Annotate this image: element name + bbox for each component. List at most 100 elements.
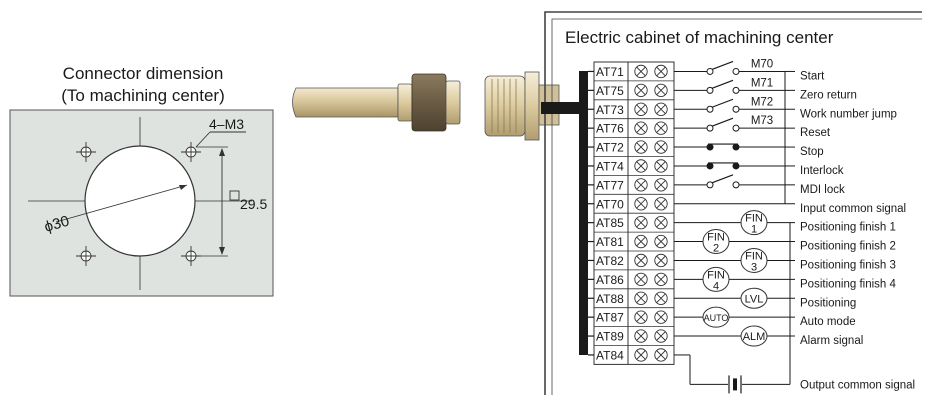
terminal-id-label: AT81 — [596, 235, 624, 249]
terminal-row: AT86 Positioning finish 4 — [588, 269, 896, 290]
svg-text:FIN: FIN — [745, 213, 763, 225]
signal-name-label: Output common signal — [800, 379, 915, 391]
connector-bore-circle — [84, 145, 196, 257]
terminal-id-label: AT74 — [596, 159, 624, 173]
signal-name-label: Positioning finish 2 — [800, 241, 896, 253]
switch-contact-icon — [674, 98, 785, 113]
indicator-lamp-lvl: LVL — [740, 287, 768, 309]
receptacle-flange — [524, 71, 540, 141]
switch-contact-icon — [674, 60, 785, 75]
svg-text:3: 3 — [751, 261, 757, 273]
terminal-id-label: AT84 — [596, 348, 624, 362]
receptacle-body — [484, 75, 526, 137]
hole-callout-label: 4–M3 — [209, 116, 244, 132]
diameter-label: ϕ30 — [42, 213, 71, 236]
terminal-id-label: AT72 — [596, 141, 624, 155]
terminal-id-label: AT76 — [596, 122, 624, 136]
signal-name-label: Stop — [800, 146, 824, 158]
terminal-row: AT73 Work number jump — [588, 99, 897, 120]
signal-name-label: Positioning finish 4 — [800, 278, 896, 290]
signal-name-label: Positioning — [800, 297, 856, 309]
switch-contact-icon — [674, 162, 785, 170]
signal-name-label: Reset — [800, 127, 831, 139]
plug-collar — [397, 83, 413, 122]
signal-name-label: Positioning finish 1 — [800, 222, 896, 234]
svg-text:FIN: FIN — [707, 232, 725, 244]
switch-contact-icon — [674, 79, 785, 94]
svg-text:ALM: ALM — [743, 331, 766, 343]
terminal-row: AT70 Input common signal — [588, 193, 906, 215]
cabinet-title: Electric cabinet of machining center — [565, 28, 834, 47]
wiring-harness-bus — [541, 102, 581, 114]
svg-text:FIN: FIN — [707, 269, 725, 281]
terminal-id-label: AT70 — [596, 197, 624, 211]
hole-callout-leader — [195, 131, 211, 148]
terminal-row: AT76 Reset — [588, 118, 831, 139]
terminal-id-label: AT71 — [596, 65, 624, 79]
svg-text:4: 4 — [713, 280, 719, 292]
terminal-row: AT82 Positioning finish 3 — [588, 250, 896, 271]
terminal-row: AT88 Positioning — [588, 288, 856, 309]
battery-icon — [728, 375, 742, 394]
terminal-id-label: AT86 — [596, 273, 624, 287]
svg-text:FIN: FIN — [745, 250, 763, 262]
svg-text:2: 2 — [713, 243, 719, 255]
signal-name-label: Start — [800, 70, 825, 82]
svg-text:LVL: LVL — [745, 293, 764, 305]
terminal-row: AT87 Auto mode — [588, 307, 856, 328]
plug-band — [411, 73, 447, 132]
svg-text:AUTO: AUTO — [704, 313, 729, 323]
relay-label: M73 — [751, 115, 773, 127]
svg-text:1: 1 — [751, 224, 757, 236]
signal-name-label: Auto mode — [800, 316, 856, 328]
connector-title-line2: (To machining center) — [61, 86, 224, 105]
diameter-leader — [55, 184, 188, 223]
terminal-id-label: AT73 — [596, 103, 624, 117]
connector-title-line1: Connector dimension — [63, 64, 224, 83]
square-symbol — [229, 190, 240, 201]
indicator-lamp-auto: AUTO — [702, 306, 730, 328]
square-dimension-label: 29.5 — [240, 196, 267, 212]
signal-name-label: Alarm signal — [800, 335, 863, 347]
relay-label: M72 — [751, 96, 773, 108]
terminal-row: AT89 Alarm signal — [588, 326, 863, 347]
signal-name-label: Work number jump — [800, 108, 897, 120]
cable-connector-illustration — [292, 71, 560, 141]
terminal-row: AT74 Interlock — [588, 156, 844, 177]
relay-label: M70 — [751, 58, 773, 70]
switch-contact-icon — [674, 143, 785, 151]
relay-label: M71 — [751, 77, 773, 89]
cabinet-wall — [544, 11, 922, 395]
connector-dimension-drawing: Connector dimension (To machining center… — [9, 64, 274, 297]
terminal-row: AT81 Positioning finish 2 — [588, 231, 896, 253]
mounting-holes — [76, 142, 201, 266]
terminal-row: AT75 Zero return — [588, 80, 857, 101]
signal-name-label: MDI lock — [800, 184, 845, 196]
electric-cabinet: Electric cabinet of machining center — [544, 11, 922, 395]
terminal-row: AT77 MDI lock — [588, 174, 845, 196]
indicator-lamp-alm: ALM — [740, 325, 768, 347]
terminal-id-label: AT77 — [596, 178, 624, 192]
terminal-id-label: AT89 — [596, 330, 624, 344]
wiring-harness-trunk — [579, 71, 588, 355]
terminal-id-label: AT87 — [596, 311, 624, 325]
terminal-row: AT72 Stop — [588, 137, 824, 158]
signal-name-label: Zero return — [800, 89, 857, 101]
switch-contact-icon — [674, 117, 785, 132]
terminal-id-label: AT88 — [596, 292, 624, 306]
terminal-id-label: AT82 — [596, 254, 624, 268]
terminal-row: AT71 Start — [588, 65, 825, 82]
signal-name-label: Positioning finish 3 — [800, 259, 896, 271]
signal-name-label: Interlock — [800, 165, 844, 177]
cable — [292, 87, 399, 118]
signal-name-label: Input common signal — [800, 203, 906, 215]
terminal-id-label: AT75 — [596, 84, 624, 98]
